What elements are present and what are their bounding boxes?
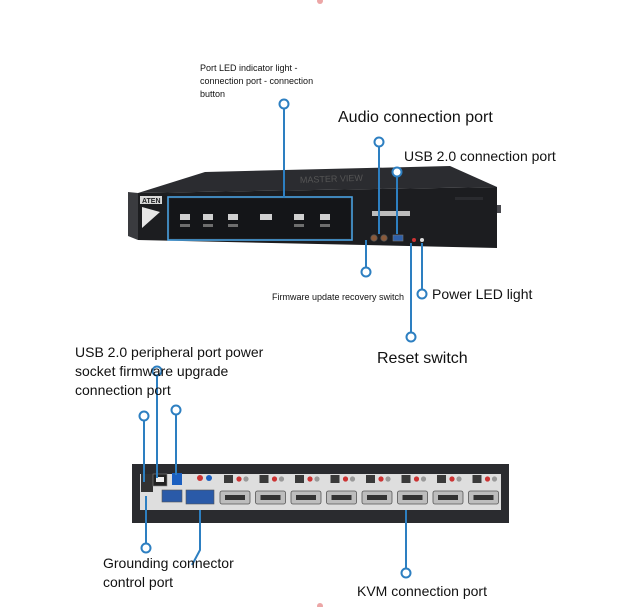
usb-port-label: USB 2.0 connection port [404, 148, 556, 164]
kvm-port-1 [219, 475, 251, 505]
device-front-view: MASTER VIEW ATEN [128, 166, 501, 248]
audio-port-label: Audio connection port [338, 109, 493, 126]
port-button-highlight [167, 196, 353, 241]
power-led-label: Power LED light [432, 286, 533, 302]
port-led-label: Port LED indicator light - connection po… [200, 63, 314, 99]
kvm-port-6 [397, 475, 428, 505]
firmware-switch-label: Firmware update recovery switch [272, 292, 405, 302]
kvm-port-label: KVM connection port [357, 583, 487, 599]
grounding-label: Grounding connector control port [103, 555, 234, 590]
usb-peripheral-label: USB 2.0 peripheral port power socket fir… [75, 344, 264, 398]
front-panel-brand-text: MASTER VIEW [300, 173, 364, 185]
kvm-port-8 [468, 475, 499, 505]
kvm-port-7 [432, 475, 464, 505]
kvm-port-5 [361, 475, 393, 505]
kvm-port-3 [290, 475, 322, 505]
leader-lines [138, 0, 428, 607]
brand-logo: ATEN [142, 198, 161, 205]
kvm-port-2 [255, 475, 286, 505]
kvm-port-blocks [219, 475, 499, 505]
reset-switch-label: Reset switch [377, 350, 468, 367]
kvm-port-4 [326, 475, 357, 505]
